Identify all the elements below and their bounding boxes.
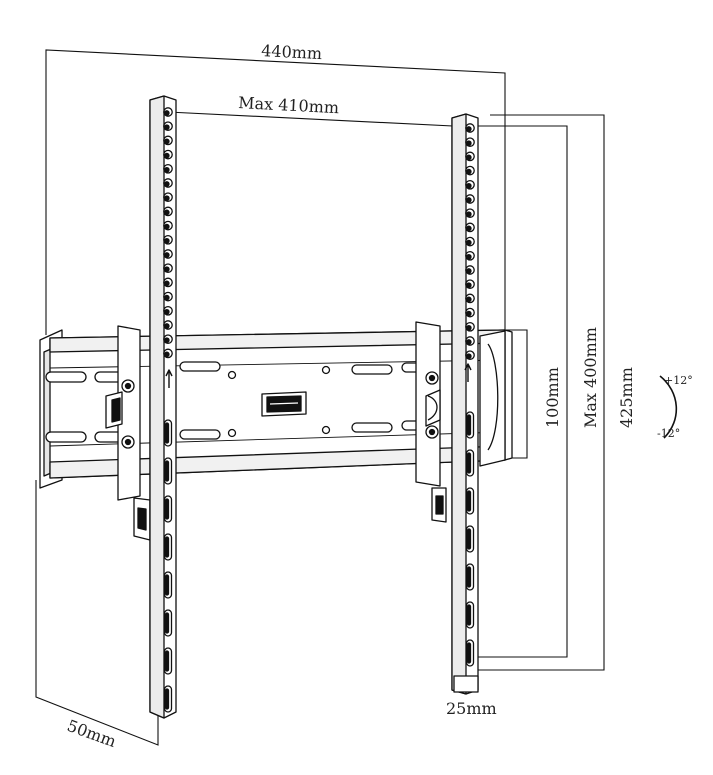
left-tilt-bracket [105,325,151,541]
tilt-arc [659,375,678,439]
left-arm-hole-shadow [163,237,170,244]
right-tilt-bracket [415,321,447,523]
right-arm-hole-shadow [465,353,472,360]
left-arm-slot-shadow [164,536,170,558]
right-arm-slot-shadow [466,604,472,626]
arm-width-label: 25mm [446,699,497,718]
left-arm-hole-shadow [163,308,170,315]
left-arm-slot-shadow [164,612,170,634]
tilt-down-label: -12° [657,427,680,440]
left-arm-slot-shadow [164,574,170,596]
tilt-indicator: +12° -12° [657,374,693,440]
depth-dimension-lines [35,480,159,746]
left-arm-hole-shadow [163,280,170,287]
left-arm-hole-shadow [163,152,170,159]
right-arm-hole-shadow [465,282,472,289]
left-vertical-arm [149,95,177,719]
right-arm-slot-shadow [466,642,472,664]
right-arm-slot-shadow [466,566,472,588]
right-arm-hole-shadow [465,140,472,147]
right-arm-slot-shadow [466,414,472,436]
left-arm-hole-shadow [163,209,170,216]
left-arm-hole-shadow [163,166,170,173]
right-arm-slot-shadow [466,490,472,512]
right-arm-hole-shadow [465,126,472,132]
left-arm-hole-shadow [163,252,170,258]
right-arm-hole-shadow [465,197,472,203]
left-arm-hole-shadow [163,294,170,301]
tilt-up-label: +12° [664,374,693,387]
left-arm-hole-shadow [163,110,170,116]
overall-width-label: 440mm [261,41,323,63]
left-arm-hole-shadow [163,323,170,329]
left-arm-slot-shadow [164,650,170,672]
left-arm-hole-shadow [163,223,170,230]
right-arm-hole-shadow [465,253,472,260]
left-arm-slot-shadow [164,460,170,482]
right-arm-hole-shadow [465,154,472,161]
left-arm-slot-shadow [164,498,170,520]
right-arm-slot-shadow [466,528,472,550]
left-arm-slot-shadow [164,688,170,710]
right-arm-hole-shadow [465,310,472,317]
right-arm-hole-shadow [465,296,472,303]
rail-height-label: 100mm [543,367,562,428]
right-arm-hole-shadow [465,339,472,345]
wall-depth-label: 50mm [65,716,119,751]
left-arm-hole-shadow [163,351,170,358]
right-arm-hole-shadow [465,168,472,175]
overall-height-label: 425mm [617,367,636,428]
left-arm-hole-shadow [163,181,170,187]
right-arm-hole-shadow [465,324,472,331]
right-arm-hole-shadow [465,239,472,246]
left-arm-hole-shadow [163,337,170,344]
left-arm-slot-shadow [164,422,170,444]
left-arm-hole-shadow [163,266,170,273]
height-dimension-lines [167,111,605,671]
right-arm-slot-shadow [466,452,472,474]
left-arm-hole-shadow [163,195,170,202]
left-arm-hole-shadow [163,124,170,131]
right-arm-hole-shadow [465,182,472,189]
right-arm-hole-shadow [465,225,472,232]
width-dimension-lines [45,49,506,335]
right-arm-hole-shadow [465,268,472,274]
max-horizontal-label: Max 410mm [238,93,340,117]
max-vertical-label: Max 400mm [581,327,600,428]
right-arm-hole-shadow [465,211,472,218]
right-vertical-arm [451,113,479,695]
left-arm-hole-shadow [163,138,170,145]
